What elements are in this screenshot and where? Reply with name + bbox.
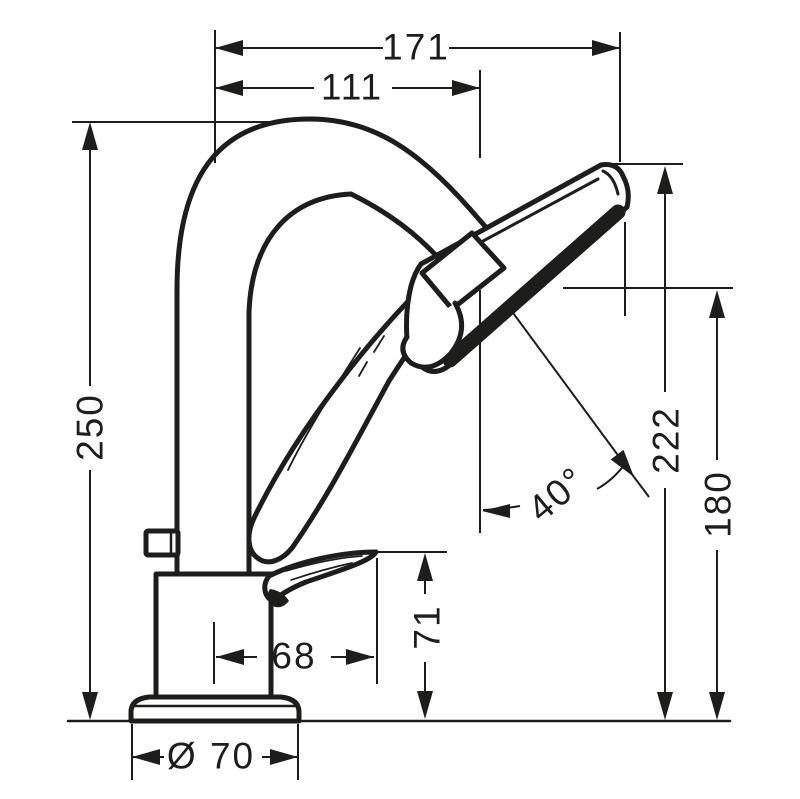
dimension-annotations <box>72 30 733 780</box>
dim-label-base-diameter: Ø 70 <box>166 735 256 777</box>
dim-overall-width <box>215 40 620 56</box>
spray-face-band <box>442 204 626 368</box>
dim-label-spout-reach: 111 <box>320 66 384 108</box>
dim-spout-reach <box>215 80 480 96</box>
dim-label-shower-top-height: 222 <box>645 406 687 474</box>
dim-spray-face-height <box>709 290 725 720</box>
handshower-handle <box>246 276 451 565</box>
faucet-artwork <box>66 116 732 724</box>
dim-overall-height <box>82 122 98 720</box>
head-corner-line <box>601 169 620 196</box>
dim-label-lever-reach: 68 <box>271 635 317 677</box>
base-flange <box>128 694 302 724</box>
dim-shower-top-height <box>657 166 673 720</box>
dim-lever-reach <box>216 649 374 665</box>
shower-holder-cradle <box>400 230 507 370</box>
dim-lever-height <box>417 553 433 719</box>
spout-gooseneck <box>174 116 520 577</box>
dim-label-lever-height: 71 <box>406 604 448 650</box>
dim-shower-angle <box>482 301 650 518</box>
diverter-knob <box>143 528 181 558</box>
head-rim-line <box>470 177 600 249</box>
dim-label-overall-height: 250 <box>69 393 111 461</box>
dim-base-diameter <box>132 749 298 765</box>
lever-handle <box>262 549 379 608</box>
dim-label-overall-width: 171 <box>382 26 450 68</box>
dim-label-spray-face-height: 180 <box>697 470 739 538</box>
